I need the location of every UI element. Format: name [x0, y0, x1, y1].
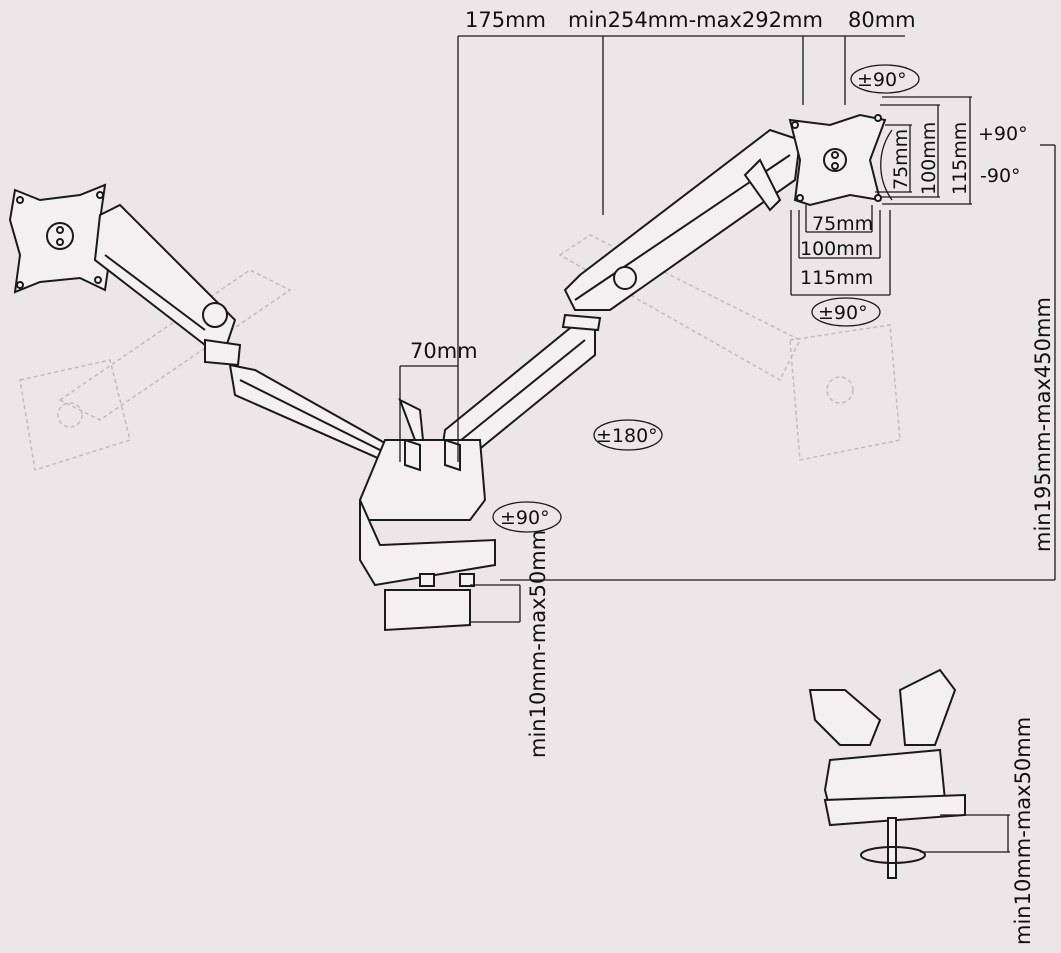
left-upper-arm	[93, 203, 242, 367]
desk-clamp	[358, 438, 496, 632]
label-vesa-v100: 100mm	[918, 122, 940, 195]
label-swivel-top: ±90°	[857, 69, 907, 91]
left-lower-arm	[228, 363, 427, 472]
grommet-mount	[808, 668, 966, 879]
label-plate-offset: 80mm	[848, 8, 916, 32]
label-base-offset: 70mm	[410, 339, 478, 363]
dimension-lines	[399, 35, 1056, 853]
label-vesa-h75: 75mm	[812, 213, 873, 235]
ghost-right-arm	[558, 234, 901, 461]
label-arm-offset: 175mm	[465, 8, 546, 32]
label-arm-length: min254mm-max292mm	[568, 8, 823, 32]
label-vesa-h100: 100mm	[800, 238, 873, 260]
label-clamp-thickness-grommet: min10mm-max50mm	[1011, 717, 1035, 945]
label-vesa-v75: 75mm	[890, 129, 912, 190]
label-tilt-down: -90°	[980, 165, 1021, 187]
label-swivel-plate: ±90°	[818, 302, 868, 324]
label-base-rotation: ±90°	[500, 507, 550, 529]
rotation-arrows	[492, 64, 920, 533]
label-elbow-rotation: ±180°	[596, 425, 658, 447]
left-vesa-plate	[8, 183, 112, 294]
right-upper-arm	[563, 128, 802, 311]
label-vesa-v115: 115mm	[949, 122, 971, 195]
ghost-left-arm	[19, 269, 292, 471]
label-height-range: min195mm-max450mm	[1031, 297, 1055, 552]
label-clamp-thickness-main: min10mm-max50mm	[526, 530, 550, 758]
right-vesa-plate	[788, 113, 887, 207]
label-vesa-h115: 115mm	[800, 267, 873, 289]
label-tilt-up: +90°	[978, 123, 1028, 145]
